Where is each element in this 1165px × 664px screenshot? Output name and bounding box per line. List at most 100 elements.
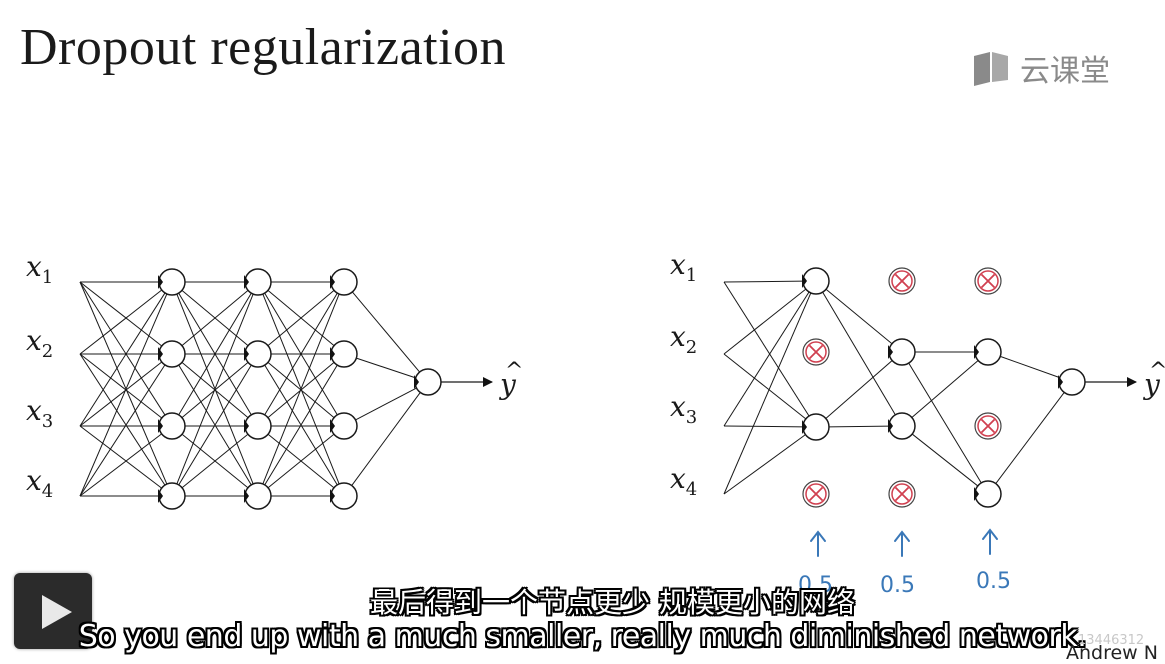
- right-kept-node-6-arrowhead: [974, 487, 979, 501]
- right-edge-in4-h1k2: [723, 434, 806, 495]
- left-edge-in1-h1n3: [79, 281, 166, 416]
- left-node-h1n4-arrowhead: [158, 489, 163, 503]
- left-edge-in2-h1n3: [79, 353, 163, 419]
- left-edge-h1n4-h2n1: [176, 293, 254, 485]
- left-edge-in2-h1n1: [79, 289, 163, 355]
- right-edge-in3-h1k1: [723, 291, 810, 427]
- left-node-h2n4-arrowhead: [244, 489, 249, 503]
- left-edge-in1-h1n2: [79, 281, 163, 347]
- keep-arrow-3: [982, 528, 998, 555]
- left-node-h2n2-arrowhead: [244, 347, 249, 361]
- left-edge-in4-h1n3: [79, 433, 162, 497]
- left-input-label-2: x2: [26, 324, 53, 362]
- left-node-h3n1-arrowhead: [330, 275, 335, 289]
- left-output-label: y: [498, 368, 517, 401]
- classroom-book-icon: [974, 52, 1008, 86]
- right-kept-node-1-arrowhead: [802, 274, 807, 288]
- keep-prob-label-3: 0.5: [976, 569, 1011, 594]
- right-edge-h2k2-h3k1: [911, 360, 979, 418]
- left-edge-h2n4-h3n3: [267, 433, 335, 489]
- right-dropped-node-4-ring: [891, 483, 913, 505]
- left-edge-in3-h1n1: [79, 292, 166, 427]
- left-edge-h3n4-out: [351, 392, 421, 486]
- right-kept-node-3-arrowhead: [888, 345, 893, 359]
- right-dropped-node-1-ring: [805, 341, 827, 363]
- left-node-h3n4-arrowhead: [330, 489, 335, 503]
- play-button[interactable]: [14, 573, 92, 649]
- right-kept-node-4-arrowhead: [888, 419, 893, 433]
- watermark: 13446312: [1078, 633, 1145, 648]
- left-input-label-1: x1: [26, 250, 53, 288]
- right-edge-in1-h1k1: [723, 280, 804, 283]
- left-edge-h2n4-h3n1: [262, 293, 340, 485]
- left-edge-h2n2-h3n1: [267, 289, 335, 347]
- right-dropped-node-1-cross: [808, 344, 824, 360]
- author-credit: Andrew N: [1066, 642, 1158, 664]
- left-node-h2n3-arrowhead: [244, 419, 249, 433]
- left-output-node-arrowhead: [414, 375, 419, 389]
- right-output-hat: ^: [1149, 359, 1165, 384]
- left-input-label-4: x4: [26, 464, 53, 502]
- right-dropped-node-3-ring: [891, 270, 913, 292]
- right-edge-h3k2-out: [995, 392, 1065, 484]
- right-dropped-node-3-cross: [894, 273, 910, 289]
- left-edge-in1-h1n4: [79, 281, 168, 485]
- thinned-network: [723, 267, 1137, 508]
- right-kept-node-5-arrowhead: [974, 345, 979, 359]
- right-dropped-node-6-cross: [980, 418, 996, 434]
- left-node-h3n3-arrowhead: [330, 419, 335, 433]
- right-edge-h2k1-h3k2: [908, 362, 982, 484]
- subtitle-english: So you end up with a much smaller, reall…: [78, 619, 1087, 654]
- right-output-label: y: [1142, 368, 1161, 401]
- left-node-h1n3-arrowhead: [158, 419, 163, 433]
- right-input-label-1: x1: [670, 248, 697, 286]
- subtitle-chinese: 最后得到一个节点更少 规模更小的网络: [370, 586, 855, 619]
- right-input-label-2: x2: [670, 320, 697, 358]
- logo-text: 云课堂: [1020, 54, 1110, 89]
- left-edge-in3-h1n4: [79, 425, 162, 489]
- left-node-h1n1-arrowhead: [158, 275, 163, 289]
- netease-classroom-logo: 云课堂: [972, 48, 1110, 89]
- right-dropped-node-2-cross: [808, 486, 824, 502]
- right-edge-in2-h1k1: [723, 288, 807, 355]
- keep-arrow-2: [894, 530, 910, 557]
- left-edge-in3-h1n2: [79, 361, 163, 427]
- right-edge-h1k1-h2k1: [825, 288, 893, 345]
- left-edge-h1n4-h2n3: [181, 433, 249, 489]
- right-edge-h1k1-h2k2: [822, 291, 896, 416]
- right-output-node-arrowhead: [1058, 375, 1063, 389]
- right-edge-in1-h1k2: [723, 281, 810, 417]
- left-edge-in4-h1n1: [79, 293, 168, 497]
- left-edge-in2-h1n4: [79, 353, 166, 486]
- left-edge-in4-h1n2: [79, 364, 166, 497]
- left-node-h3n2-arrowhead: [330, 347, 335, 361]
- right-edge-in2-h1k2: [723, 353, 807, 420]
- left-edge-h3n2-out: [356, 357, 416, 379]
- right-dropped-node-5-cross: [980, 273, 996, 289]
- right-edge-h1k2-h2k1: [825, 360, 893, 419]
- right-input-label-3: x3: [670, 390, 697, 428]
- left-output-hat: ^: [505, 359, 523, 384]
- left-input-label-3: x3: [26, 394, 53, 432]
- keep-arrow-1: [810, 530, 826, 557]
- right-edge-h3k1-out: [1000, 355, 1060, 379]
- left-edge-h1n2-h2n1: [181, 289, 249, 347]
- left-edge-h3n3-out: [355, 387, 417, 421]
- keep-prob-label-2: 0.5: [880, 573, 915, 598]
- right-dropped-node-2-ring: [805, 483, 827, 505]
- right-edge-in3-h1k2: [723, 425, 804, 428]
- right-kept-node-2-arrowhead: [802, 420, 807, 434]
- slide-title: Dropout regularization: [20, 19, 507, 76]
- right-dropped-node-6-ring: [977, 415, 999, 437]
- left-node-h1n2-arrowhead: [158, 347, 163, 361]
- play-icon: [42, 595, 72, 629]
- keep-prob-label-1: 0.5: [798, 573, 833, 598]
- left-node-h2n1-arrowhead: [244, 275, 249, 289]
- right-dropped-node-5-ring: [977, 270, 999, 292]
- left-edge-h3n1-out: [351, 291, 421, 373]
- right-edge-in4-h1k1: [723, 292, 812, 495]
- right-dropped-node-4-cross: [894, 486, 910, 502]
- full-network: [79, 268, 493, 510]
- left-edge-h2n3-h3n1: [264, 292, 338, 416]
